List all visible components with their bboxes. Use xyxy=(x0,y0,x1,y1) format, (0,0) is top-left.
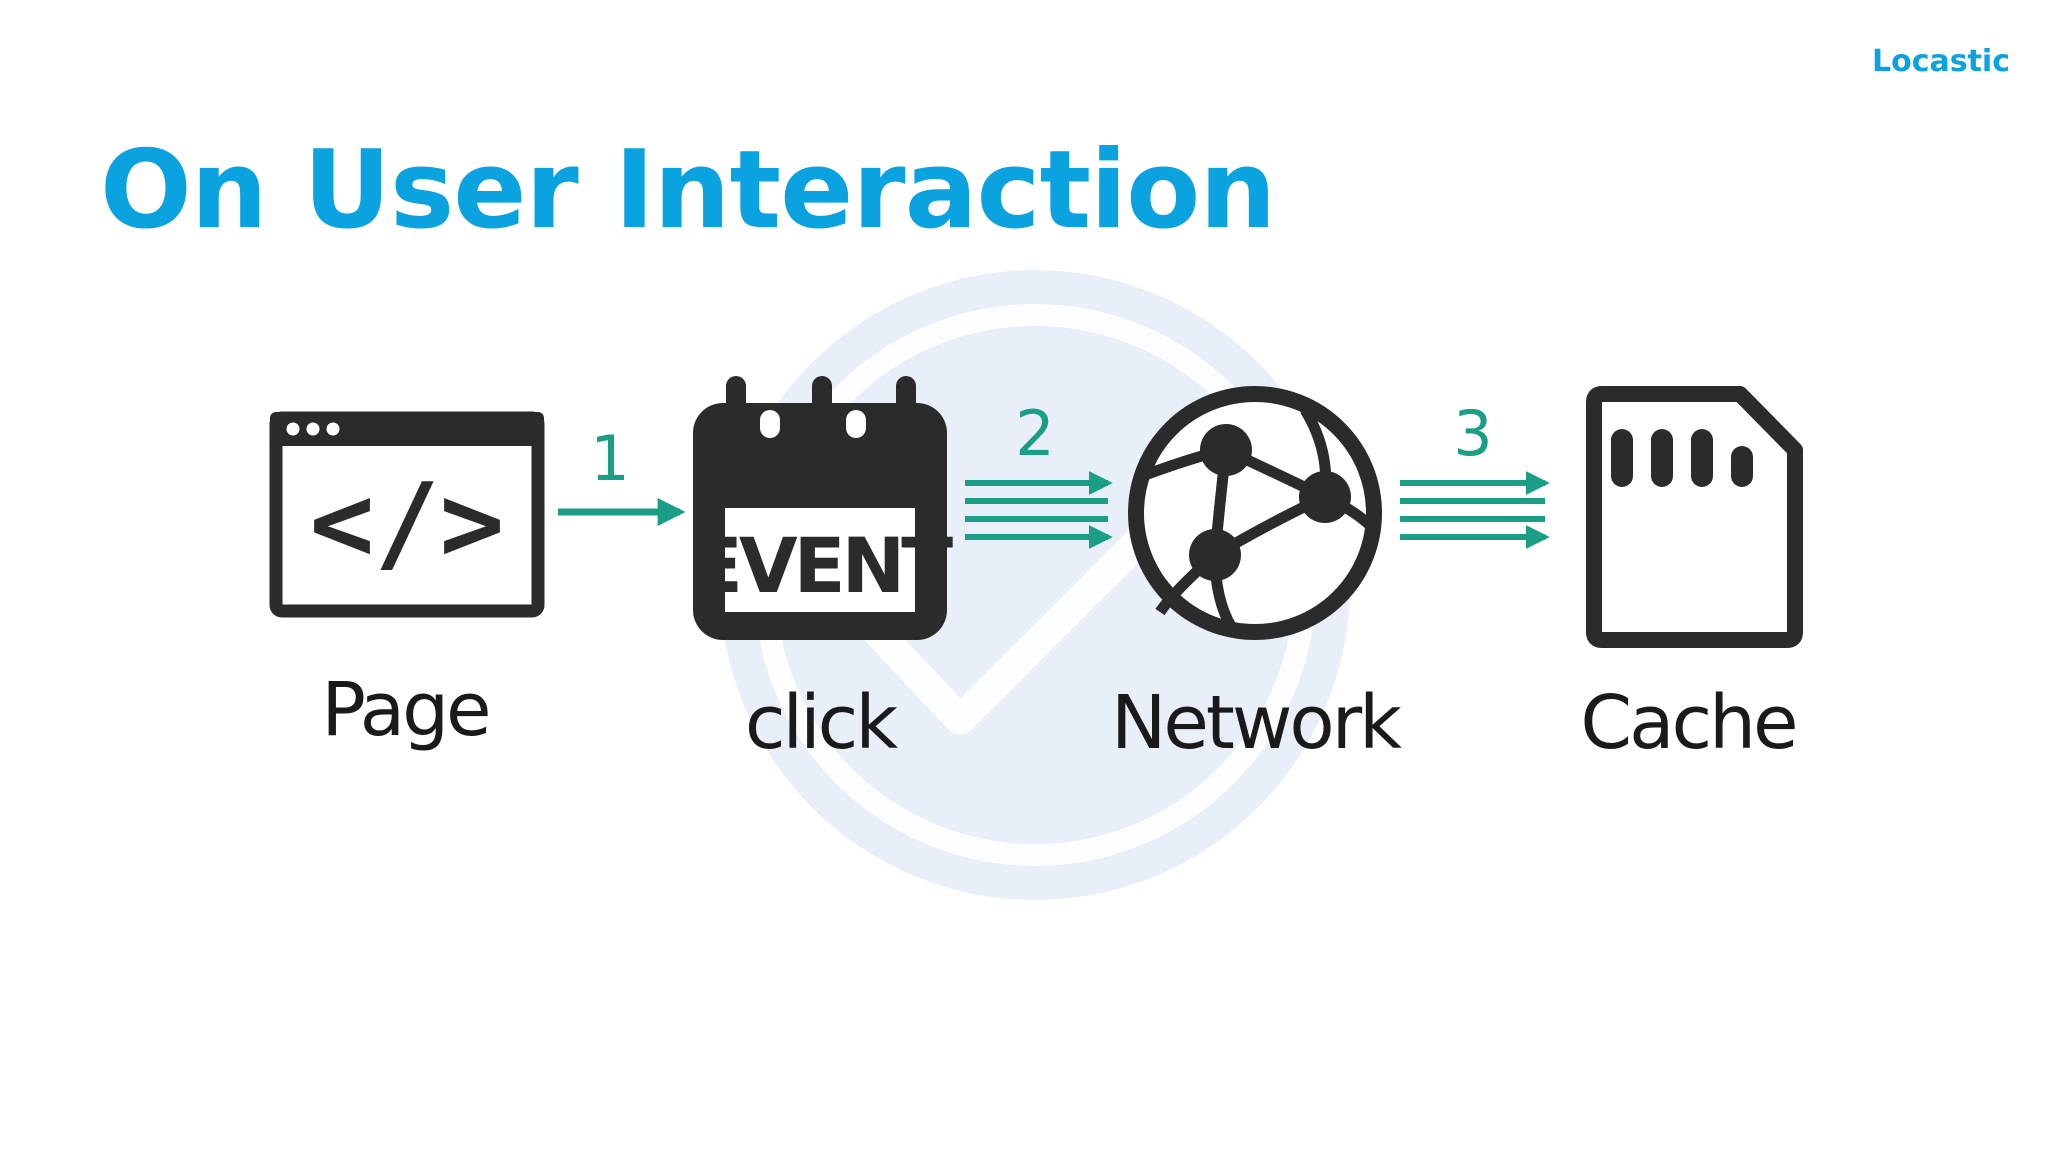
node-label-cache: Cache xyxy=(1580,680,1795,766)
globe-network-icon xyxy=(1128,386,1382,640)
arrow-2: 2 xyxy=(965,397,1113,549)
step-label-2: 2 xyxy=(1015,397,1054,470)
browser-code-icon: </> xyxy=(269,411,545,618)
step-label-3: 3 xyxy=(1453,397,1492,470)
node-label-page: Page xyxy=(321,667,488,753)
brand-logo: Locastic xyxy=(1871,44,2010,79)
arrow-1: 1 xyxy=(558,422,686,526)
step-label-1: 1 xyxy=(590,422,629,495)
slide-title: On User Interaction xyxy=(100,128,1276,253)
calendar-event-icon: EVENT xyxy=(691,376,957,640)
event-text: EVENT xyxy=(691,521,953,610)
code-glyph: </> xyxy=(309,461,504,586)
node-label-click: click xyxy=(745,680,898,766)
sd-card-icon xyxy=(1586,386,1803,648)
arrow-3: 3 xyxy=(1400,397,1550,549)
node-label-network: Network xyxy=(1111,680,1402,766)
